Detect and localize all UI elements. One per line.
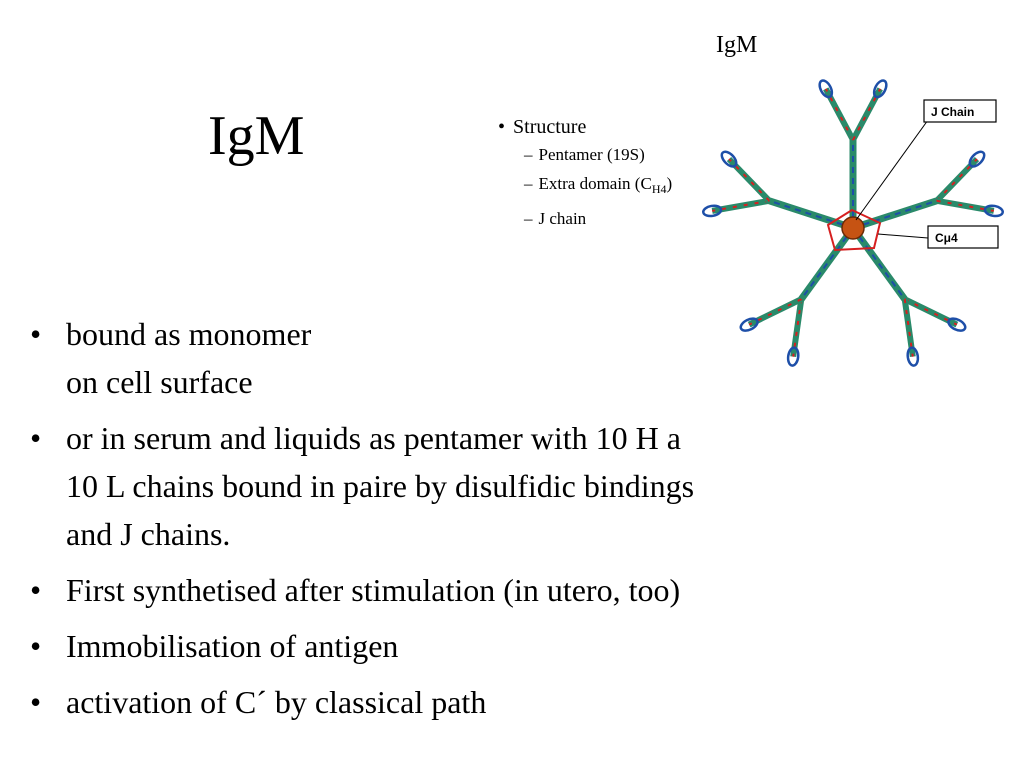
structure-item-text: Pentamer (19S) <box>538 145 645 164</box>
bullet-item: bound as monomer on cell surface <box>28 310 888 406</box>
domain-pattern <box>768 199 854 229</box>
bullet-item: Immobilisation of antigen <box>28 622 888 670</box>
cmu4-pointer <box>877 233 929 239</box>
bullet-line: or in serum and liquids as pentamer with… <box>66 420 681 456</box>
slide-title: IgM <box>208 105 305 167</box>
j-chain-label: J Chain <box>931 105 974 119</box>
antigen-binding-tip <box>968 150 986 168</box>
structure-item-extra-domain: Extra domain (CH4) <box>498 169 673 204</box>
antigen-binding-tip <box>702 204 723 218</box>
bullet-item: or in serum and liquids as pentamer with… <box>28 414 888 558</box>
domain-pattern <box>852 227 906 300</box>
figure-title: IgM <box>716 32 758 58</box>
structure-item-j-chain: J chain <box>498 204 672 233</box>
figure-structure-list: Structure Pentamer (19S) Extra domain (C… <box>498 114 672 233</box>
structure-heading: Structure <box>498 114 672 140</box>
bullet-line: Immobilisation of antigen <box>66 628 399 664</box>
antigen-binding-tip <box>720 150 738 168</box>
bullet-line: and J chains. <box>66 516 231 552</box>
bullet-line: bound as monomer <box>66 316 312 352</box>
bullet-line: on cell surface <box>66 364 253 400</box>
bullet-line: First synthetised after stimulation (in … <box>66 572 681 608</box>
bullet-item: First synthetised after stimulation (in … <box>28 566 888 614</box>
structure-item-tail: ) <box>666 174 673 193</box>
bullet-item: activation of C´ by classical path <box>28 678 888 726</box>
antigen-binding-tip <box>947 317 967 332</box>
domain-pattern <box>852 199 938 229</box>
j-chain-pointer <box>855 119 929 221</box>
antigen-binding-tip <box>818 79 834 99</box>
j-chain-sphere <box>841 216 865 240</box>
structure-item-text: J chain <box>538 209 587 228</box>
antigen-binding-tip <box>906 346 920 367</box>
structure-item-subscript: H4 <box>651 182 667 196</box>
antigen-binding-tip <box>872 79 888 99</box>
bullet-line: 10 L chains bound in paire by disulfidic… <box>66 468 695 504</box>
domain-pattern <box>800 227 854 300</box>
cmu4-label-box <box>927 225 999 249</box>
structure-item-text: Extra domain (C <box>538 174 652 193</box>
bullet-list: bound as monomer on cell surface or in s… <box>28 310 888 734</box>
bullet-line: activation of C´ by classical path <box>66 684 487 720</box>
antigen-binding-tip <box>983 204 1004 218</box>
j-chain-label-box <box>923 99 997 123</box>
pentamer-core-outline <box>826 208 882 252</box>
structure-item-pentamer: Pentamer (19S) <box>498 140 672 169</box>
cmu4-label: Cμ4 <box>935 231 958 245</box>
